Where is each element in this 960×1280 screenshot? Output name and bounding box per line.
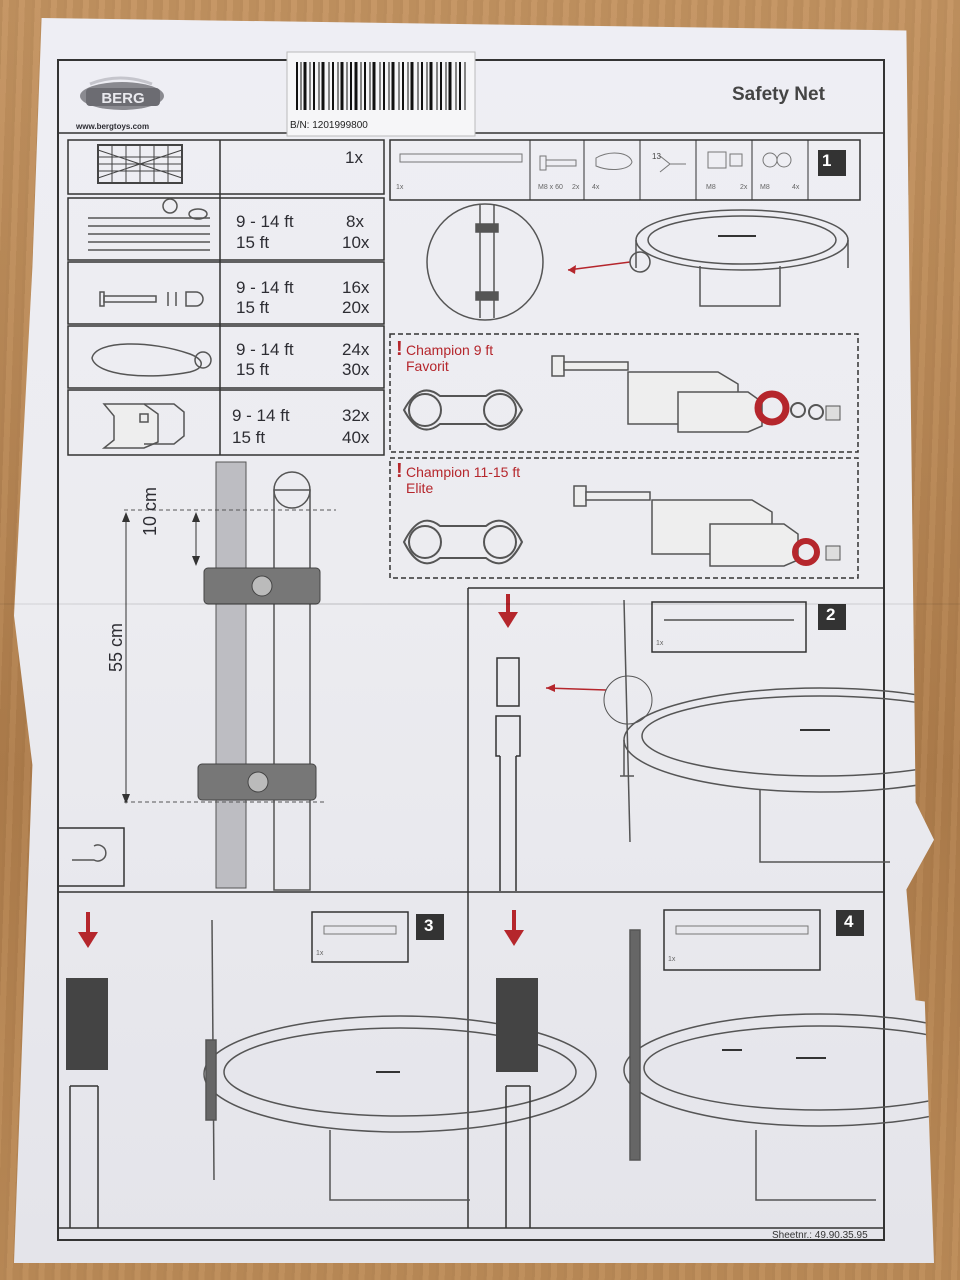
variant-box-a <box>389 333 859 453</box>
bolts-part-drawing <box>99 291 204 307</box>
variant-a-line1: Champion 9 ft <box>406 342 494 358</box>
red-washer-b <box>792 538 820 566</box>
step2-qty: 1x <box>656 640 664 647</box>
dimension-top: 10 cm <box>140 486 160 536</box>
clamps-qty-1: 32x <box>342 406 370 425</box>
step1-trampoline <box>629 209 849 307</box>
step4-number: 4 <box>844 912 854 931</box>
svg-text:BERG: BERG <box>101 90 144 107</box>
step1-part-label-1: 1x <box>396 184 404 191</box>
straps-qty-2: 30x <box>342 360 370 379</box>
page-title: Safety Net <box>732 84 825 105</box>
poles-qty-1: 8x <box>346 212 364 231</box>
variant-b-line2: Elite <box>406 480 434 496</box>
step1-part-label-7: 2x <box>740 184 748 191</box>
variant-box-b <box>389 457 859 579</box>
variant-b-line1: Champion 11-15 ft <box>406 464 521 480</box>
step1-part-label-3: 2x <box>572 184 580 191</box>
step1-part-label-4: 4x <box>592 184 600 191</box>
paper-fold <box>0 603 960 605</box>
warning-icon-b: ! <box>396 460 403 482</box>
instruction-sheet: BERG <box>14 18 934 1263</box>
step1-part-label-8: M8 <box>760 184 770 191</box>
step1-part-label-9: 4x <box>792 184 800 191</box>
clamps-part-drawing <box>101 403 185 449</box>
bolts-qty-2: 20x <box>342 298 370 317</box>
sheet-drawing: BERG <box>57 51 934 1241</box>
barcode-label: B/N: 1201999800 <box>290 120 368 131</box>
step1-number: 1 <box>822 151 832 170</box>
red-washer-a <box>754 390 790 426</box>
poles-size-1: 9 - 14 ft <box>236 212 294 231</box>
step1-pole-detail <box>426 203 544 321</box>
step1-part-label-6: M8 <box>706 184 716 191</box>
straps-size-1: 9 - 14 ft <box>236 340 294 359</box>
step1-part-label-2: M8 x 60 <box>538 184 563 191</box>
step4-qty: 1x <box>668 956 676 963</box>
variant-a-line2: Favorit <box>406 358 449 374</box>
step1-wrench-size: 13 <box>652 152 661 161</box>
sheet-number: Sheetnr.: 49.90.35.95 <box>772 1230 868 1241</box>
straps-qty-1: 24x <box>342 340 370 359</box>
step3-qty: 1x <box>316 950 324 957</box>
step3-number: 3 <box>424 916 434 935</box>
net-qty: 1x <box>345 148 363 167</box>
step3-trampoline <box>203 919 597 1201</box>
bolts-qty-1: 16x <box>342 278 370 297</box>
net-part-drawing <box>97 144 183 184</box>
dimension-overall: 55 cm <box>106 622 126 672</box>
poles-qty-2: 10x <box>342 233 370 252</box>
outer-frame <box>57 59 885 1241</box>
straps-part-drawing <box>91 343 212 377</box>
step4-trampoline <box>623 929 934 1201</box>
barcode-sticker <box>286 51 476 137</box>
warning-icon-a: ! <box>396 338 403 360</box>
step2-number: 2 <box>826 605 836 624</box>
clamps-size-1: 9 - 14 ft <box>232 406 290 425</box>
step2-trampoline <box>620 599 934 863</box>
bolts-size-2: 15 ft <box>236 298 270 317</box>
brand-url: www.bergtoys.com <box>76 122 150 131</box>
clamps-size-2: 15 ft <box>232 428 266 447</box>
berg-logo: BERG <box>80 76 164 110</box>
pole-measure-drawing <box>122 461 336 891</box>
poles-size-2: 15 ft <box>236 233 270 252</box>
straps-size-2: 15 ft <box>236 360 270 379</box>
poles-part-drawing <box>88 198 210 251</box>
bolts-size-1: 9 - 14 ft <box>236 278 294 297</box>
clamps-qty-2: 40x <box>342 428 370 447</box>
